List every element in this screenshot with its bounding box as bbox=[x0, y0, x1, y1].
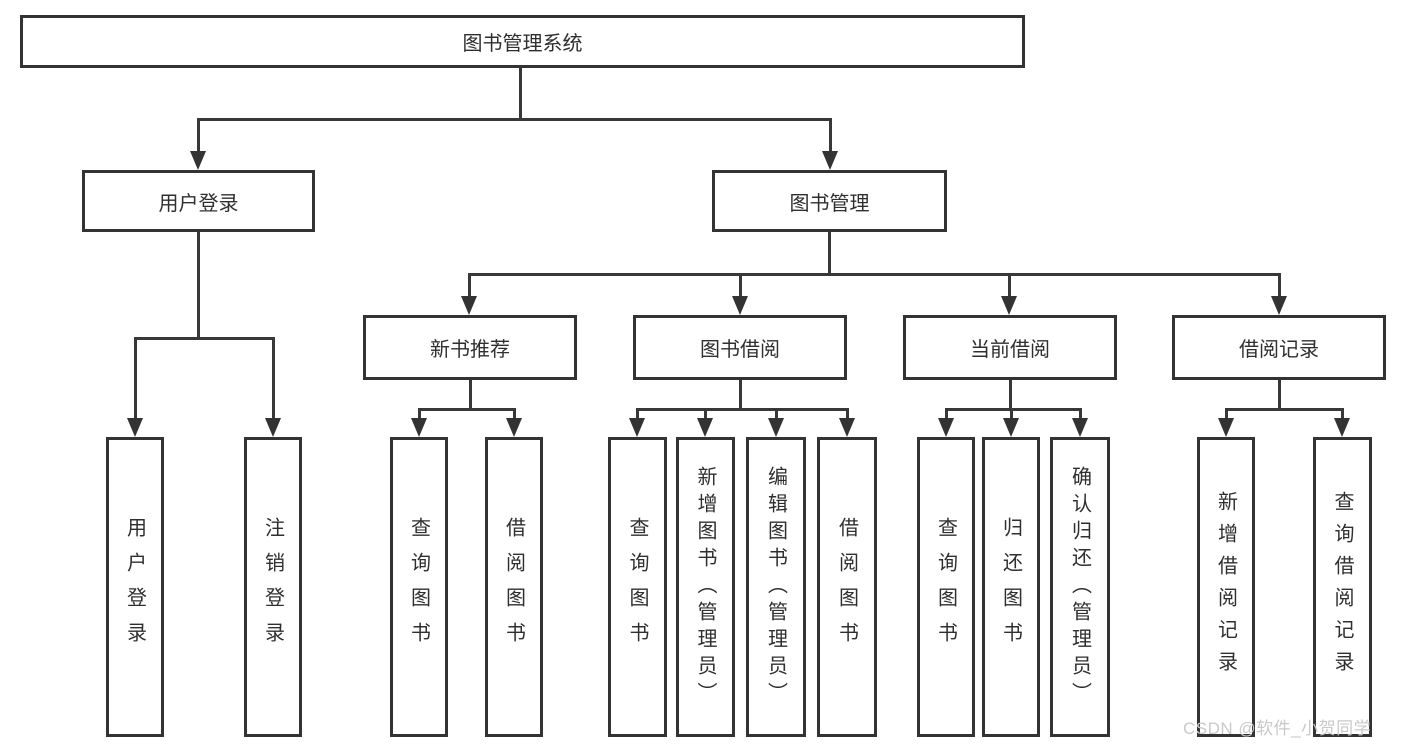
connector-line bbox=[468, 273, 1281, 276]
node-label: 归还图书 bbox=[999, 517, 1022, 657]
connector-line bbox=[197, 118, 200, 156]
connector-line bbox=[636, 408, 849, 411]
connector-line bbox=[1225, 408, 1228, 422]
arrowhead-down bbox=[1003, 418, 1019, 437]
connector-line bbox=[828, 232, 831, 273]
connector-line bbox=[272, 337, 275, 421]
connector-line bbox=[513, 408, 516, 422]
node-label: 新增图书（管理员） bbox=[694, 465, 716, 709]
node-current-borrowing: 当前借阅 bbox=[903, 315, 1117, 380]
node-label: 借阅图书 bbox=[502, 517, 525, 657]
connector-line bbox=[418, 408, 516, 411]
node-label: 查询图书 bbox=[626, 517, 648, 657]
arrowhead-down bbox=[127, 418, 143, 437]
node-label: 借阅记录 bbox=[1239, 339, 1319, 361]
connector-line bbox=[1278, 380, 1281, 408]
node-leaf-return-books: 归还图书 bbox=[982, 437, 1040, 737]
node-label: 查询图书 bbox=[407, 517, 430, 657]
node-book-borrowing: 图书借阅 bbox=[633, 315, 847, 380]
connector-line bbox=[945, 408, 948, 422]
csdn-watermark: CSDN @软件_小贺同学 bbox=[1183, 719, 1372, 738]
connector-line bbox=[636, 408, 639, 422]
arrowhead-down bbox=[1334, 418, 1350, 437]
arrowhead-down bbox=[732, 296, 748, 315]
node-leaf-confirm-return-admin: 确认归还（管理员） bbox=[1050, 437, 1110, 737]
connector-line bbox=[829, 118, 832, 156]
node-label: 确认归还（管理员） bbox=[1068, 465, 1091, 709]
connector-line bbox=[945, 408, 1082, 411]
connector-line bbox=[1278, 273, 1281, 300]
node-library-management-system: 图书管理系统 bbox=[20, 15, 1025, 68]
node-label: 注销登录 bbox=[261, 517, 284, 657]
node-leaf-query-books: 查询图书 bbox=[917, 437, 975, 737]
node-leaf-logout: 注销登录 bbox=[244, 437, 302, 737]
node-label: 查询图书 bbox=[934, 517, 957, 657]
node-label: 借阅图书 bbox=[835, 517, 858, 657]
node-leaf-borrow-books: 借阅图书 bbox=[485, 437, 543, 737]
connector-line bbox=[1225, 408, 1344, 411]
connector-line bbox=[134, 337, 137, 421]
connector-line bbox=[704, 408, 707, 422]
node-label: 图书借阅 bbox=[700, 339, 780, 361]
arrowhead-down bbox=[822, 151, 838, 170]
node-label: 图书管理 bbox=[789, 192, 870, 215]
node-book-management: 图书管理 bbox=[712, 170, 947, 232]
arrowhead-down bbox=[938, 418, 954, 437]
node-label: 新增借阅记录 bbox=[1214, 491, 1237, 683]
connector-line bbox=[1008, 273, 1011, 300]
connector-line bbox=[739, 273, 742, 300]
connector-line bbox=[469, 380, 472, 408]
arrowhead-down bbox=[768, 418, 784, 437]
node-label: 查询借阅记录 bbox=[1331, 491, 1353, 683]
arrowhead-down bbox=[1218, 418, 1234, 437]
node-leaf-query-books: 查询图书 bbox=[390, 437, 448, 737]
connector-line bbox=[775, 408, 778, 422]
node-leaf-query-books: 查询图书 bbox=[608, 437, 667, 737]
connector-line bbox=[739, 380, 742, 408]
connector-line bbox=[1079, 408, 1082, 422]
arrowhead-down bbox=[629, 418, 645, 437]
node-leaf-add-borrow-record: 新增借阅记录 bbox=[1197, 437, 1255, 737]
arrowhead-down bbox=[411, 418, 427, 437]
arrowhead-down bbox=[190, 151, 206, 170]
connector-line bbox=[846, 408, 849, 422]
node-label: 用户登录 bbox=[123, 517, 146, 657]
arrowhead-down bbox=[839, 418, 855, 437]
node-leaf-user-login: 用户登录 bbox=[106, 437, 164, 737]
node-leaf-add-books-admin: 新增图书（管理员） bbox=[676, 437, 735, 737]
node-label: 图书管理系统 bbox=[462, 33, 583, 55]
arrowhead-down bbox=[697, 418, 713, 437]
arrowhead-down bbox=[265, 418, 281, 437]
node-new-book-recommendation: 新书推荐 bbox=[363, 315, 577, 380]
connector-line bbox=[1009, 380, 1012, 408]
node-label: 用户登录 bbox=[158, 192, 239, 215]
arrowhead-down bbox=[1072, 418, 1088, 437]
connector-line bbox=[197, 118, 831, 121]
node-leaf-query-borrow-record: 查询借阅记录 bbox=[1313, 437, 1372, 737]
node-label: 当前借阅 bbox=[970, 339, 1050, 361]
connector-line bbox=[468, 273, 471, 300]
arrowhead-down bbox=[461, 296, 477, 315]
node-label: 编辑图书（管理员） bbox=[764, 465, 787, 709]
connector-line bbox=[134, 337, 275, 340]
connector-line bbox=[197, 232, 200, 337]
arrowhead-down bbox=[1001, 296, 1017, 315]
arrowhead-down bbox=[1271, 296, 1287, 315]
connector-line bbox=[418, 408, 421, 422]
connector-line bbox=[1010, 408, 1013, 422]
connector-line bbox=[519, 68, 522, 118]
node-label: 新书推荐 bbox=[430, 339, 510, 361]
node-leaf-edit-books-admin: 编辑图书（管理员） bbox=[746, 437, 806, 737]
node-user-login: 用户登录 bbox=[82, 170, 315, 232]
arrowhead-down bbox=[506, 418, 522, 437]
connector-line bbox=[1341, 408, 1344, 422]
node-borrowing-records: 借阅记录 bbox=[1172, 315, 1386, 380]
node-leaf-borrow-books: 借阅图书 bbox=[817, 437, 877, 737]
